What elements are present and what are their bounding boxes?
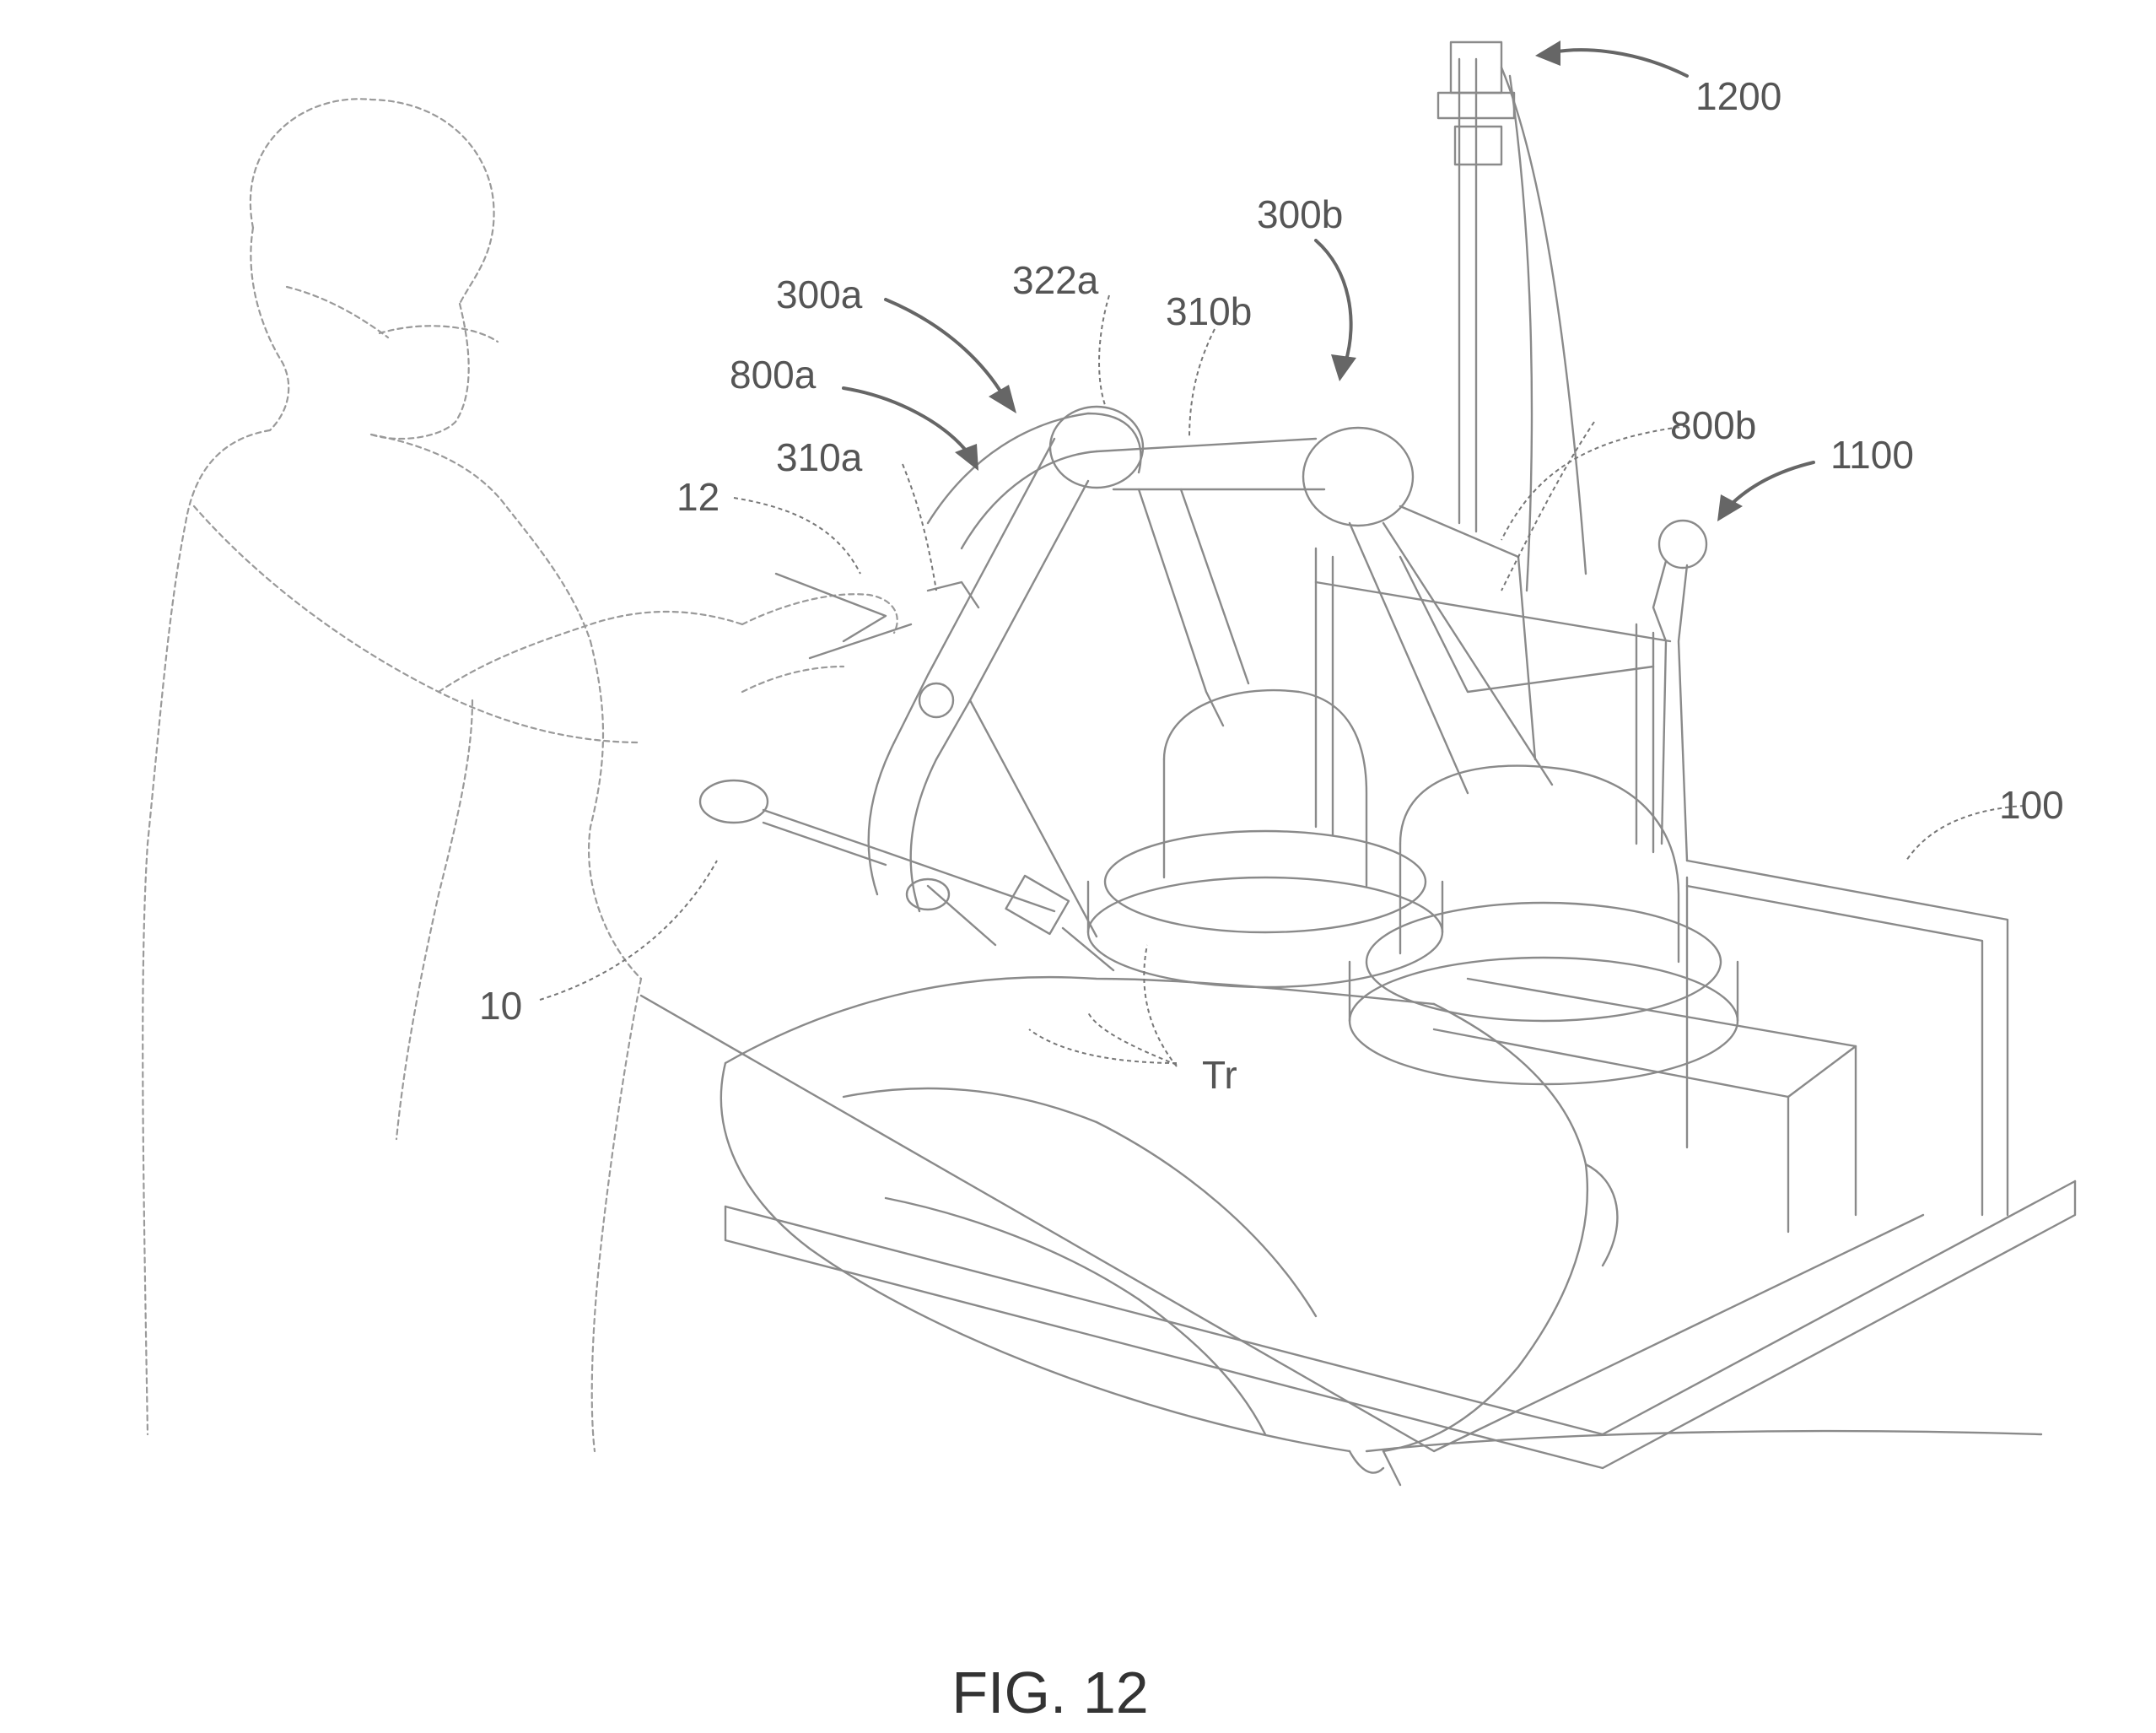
robot-arm-b [1095, 426, 1554, 795]
camera-mount-1200 [1436, 40, 1587, 592]
surgical-instruments [698, 572, 1115, 972]
label-12: 12 [676, 475, 720, 519]
reference-labels: 1200 300b 300a 322a 310b 800a 800b 1100 … [479, 74, 2064, 1097]
console-unit-1100 [1652, 519, 1708, 862]
figure-caption: FIG. 12 [951, 1660, 1148, 1725]
label-10: 10 [479, 984, 522, 1028]
label-322a: 322a [1012, 258, 1099, 302]
robot-base-right [1348, 764, 1739, 1086]
patient-drape [720, 975, 2043, 1487]
operating-table-frame [639, 547, 2077, 1470]
label-310a: 310a [776, 435, 863, 479]
label-300b: 300b [1257, 192, 1343, 236]
surgeon-figure [142, 98, 898, 1453]
label-300a: 300a [776, 273, 863, 316]
label-800a: 800a [730, 353, 817, 397]
pointer-arrows [842, 40, 1815, 521]
label-800b: 800b [1670, 403, 1756, 447]
label-1100: 1100 [1830, 433, 1914, 477]
label-100: 100 [1999, 783, 2064, 827]
robot-base-left [1086, 688, 1444, 989]
robot-arm-a [867, 405, 1145, 938]
label-310b: 310b [1166, 289, 1252, 333]
label-1200: 1200 [1695, 74, 1781, 118]
label-tr: Tr [1202, 1053, 1237, 1097]
leader-lines [539, 294, 2025, 1067]
